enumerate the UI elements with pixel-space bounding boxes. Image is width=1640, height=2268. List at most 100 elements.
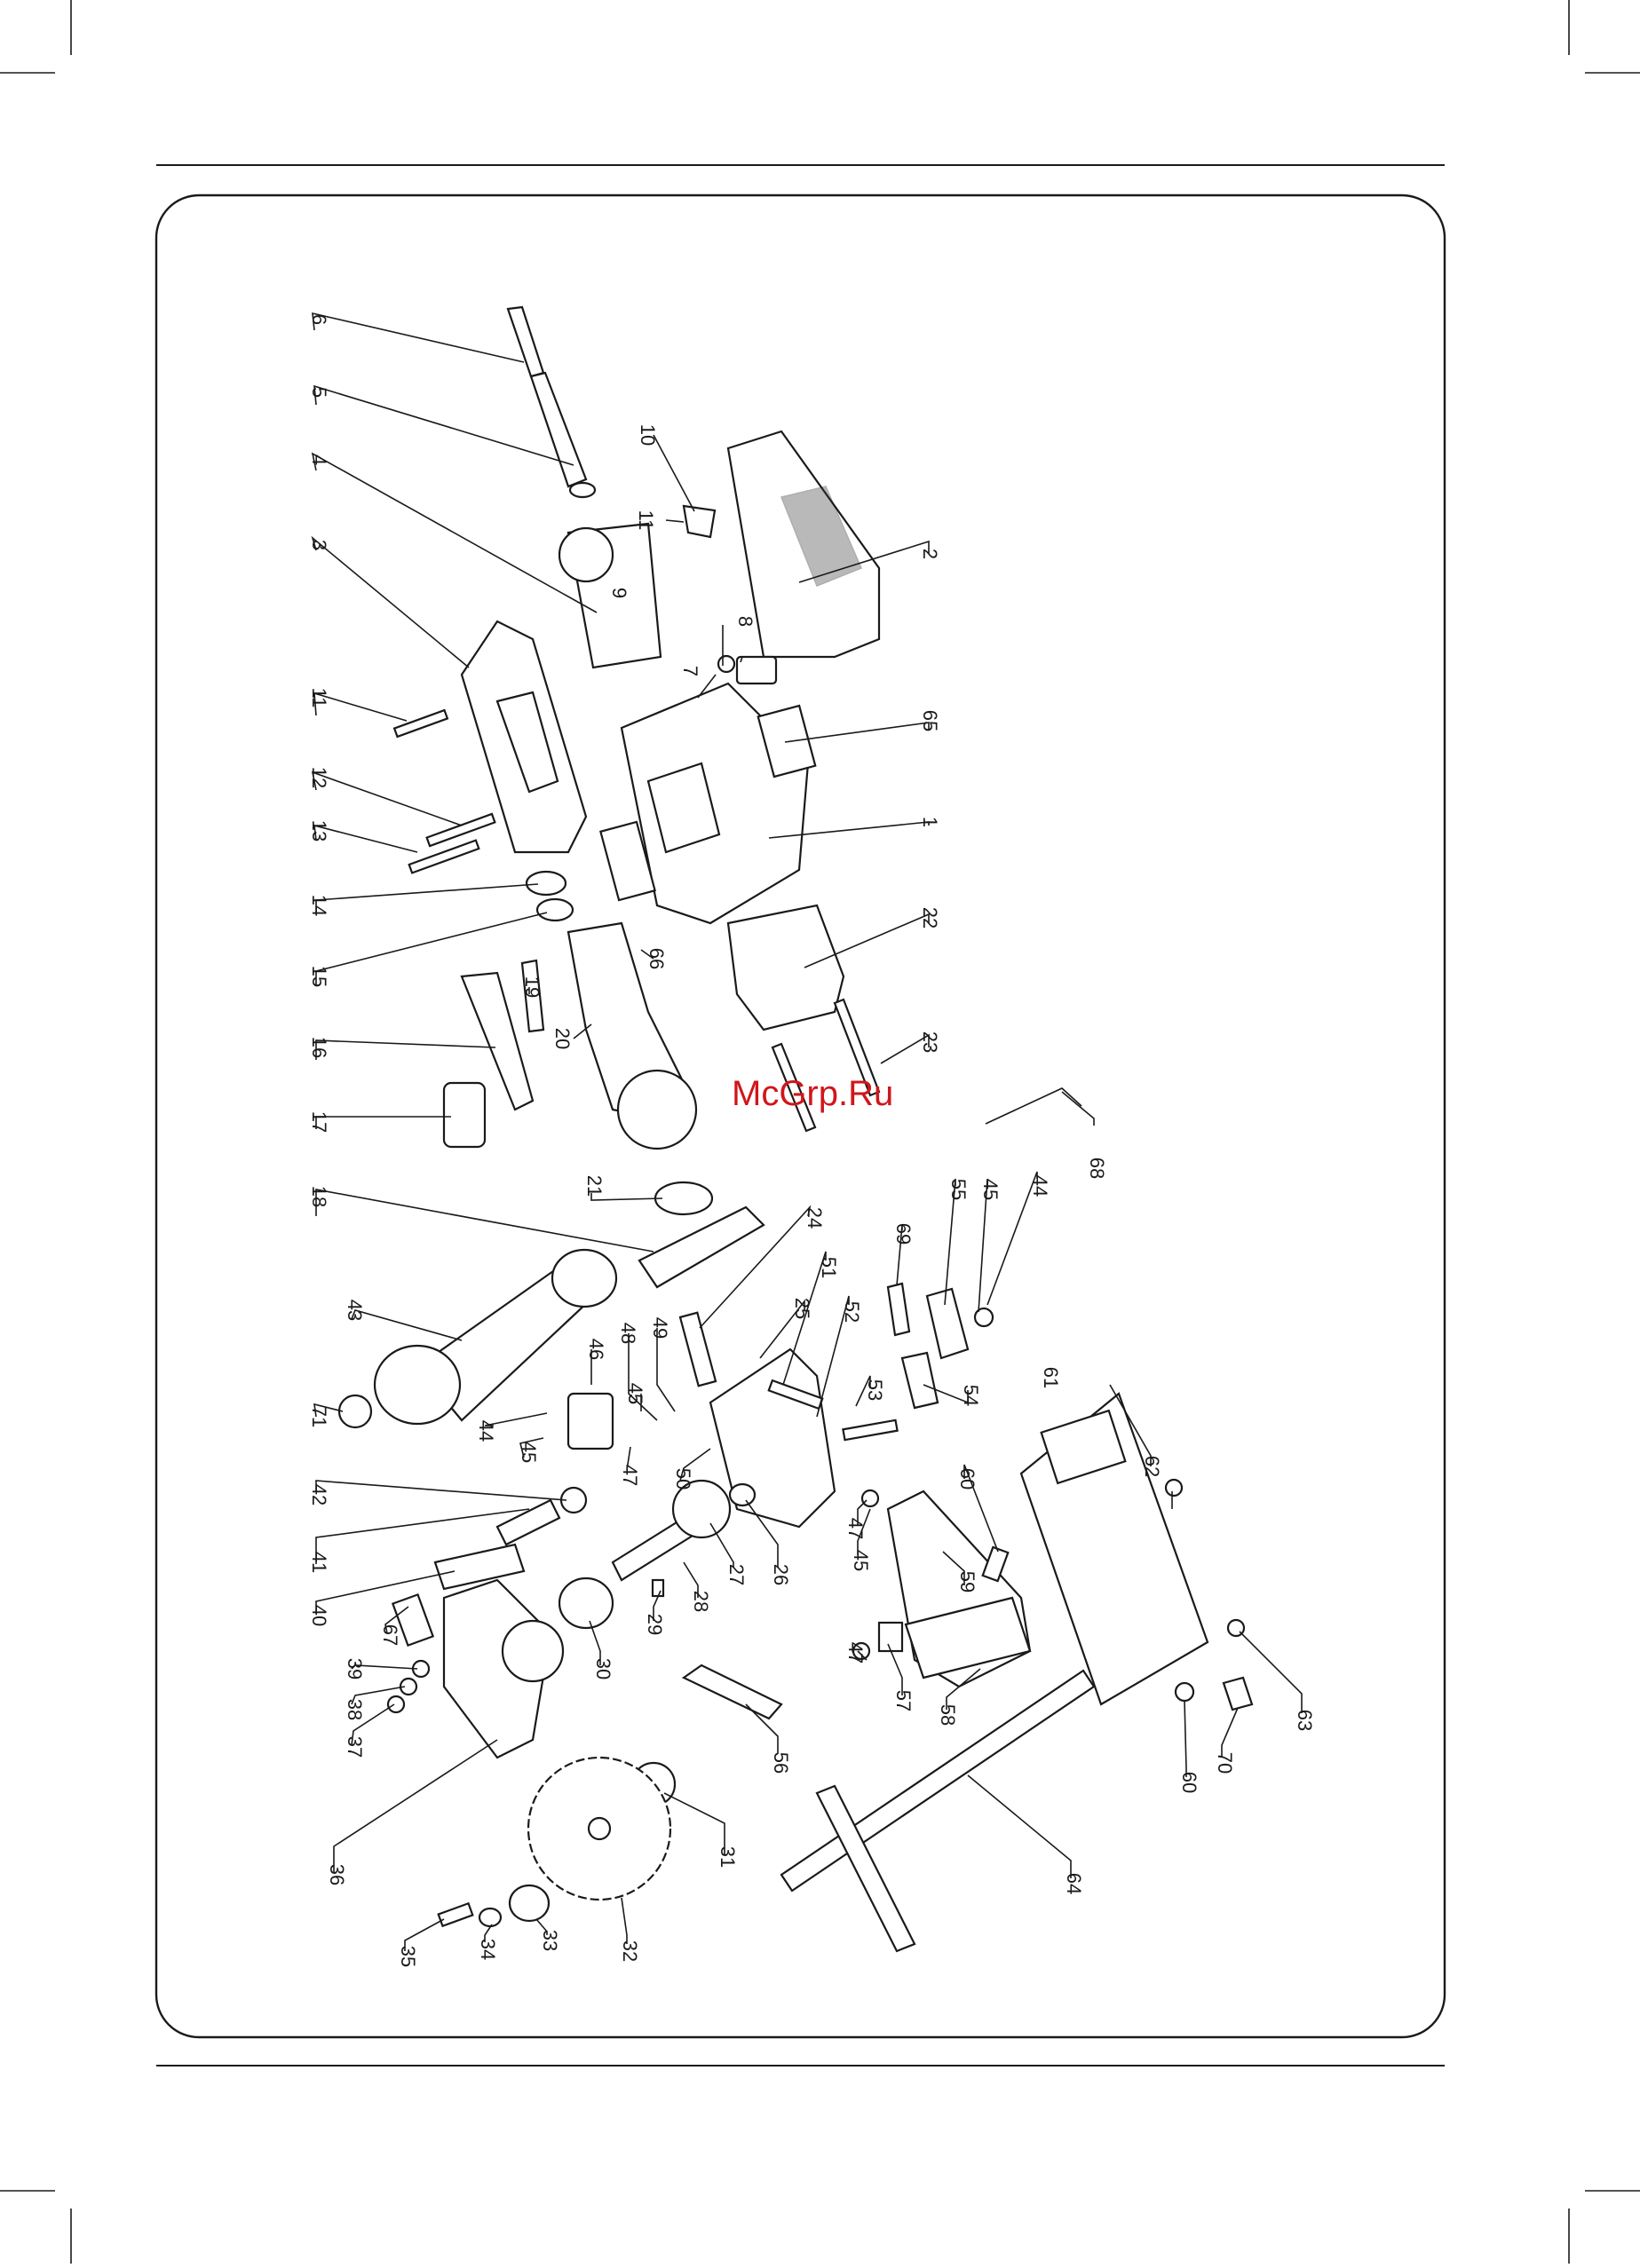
callout-44: 44 xyxy=(475,1420,497,1442)
callout-39: 39 xyxy=(344,1658,366,1679)
bearing-30 xyxy=(559,1578,613,1628)
cable-grommet xyxy=(570,483,595,497)
callout-55: 55 xyxy=(947,1179,970,1200)
callout-66: 66 xyxy=(646,948,668,969)
callout-8: 8 xyxy=(734,616,757,627)
callout-45: 45 xyxy=(624,1383,646,1404)
spring-70 xyxy=(1224,1678,1252,1710)
callout-34: 34 xyxy=(477,1939,499,1960)
callout-20: 20 xyxy=(551,1028,574,1049)
callout-5: 5 xyxy=(308,387,330,398)
stator xyxy=(728,905,844,1030)
callout-51: 51 xyxy=(818,1257,840,1278)
callout-54: 54 xyxy=(960,1385,982,1406)
cable-sleeve xyxy=(531,373,586,486)
callout-71: 71 xyxy=(308,1406,330,1427)
callout-23: 23 xyxy=(919,1031,941,1053)
callout-28: 28 xyxy=(690,1591,712,1612)
callout-11: 11 xyxy=(308,688,330,708)
power-cable xyxy=(508,307,543,376)
callout-12: 12 xyxy=(308,767,330,788)
callout-27: 27 xyxy=(725,1564,748,1585)
callout-49: 49 xyxy=(649,1317,671,1339)
callout-26: 26 xyxy=(770,1564,792,1585)
callout-19: 19 xyxy=(521,976,543,998)
callout-47: 47 xyxy=(844,1518,867,1539)
callout-50: 50 xyxy=(672,1468,694,1490)
callout-36: 36 xyxy=(326,1864,348,1885)
handle-flange xyxy=(375,1346,460,1424)
callout-16: 16 xyxy=(308,1037,330,1058)
callout-21: 21 xyxy=(583,1175,606,1197)
screw-37 xyxy=(388,1696,404,1712)
hex-key xyxy=(986,1088,1081,1124)
callout-25: 25 xyxy=(791,1298,813,1319)
callout-60: 60 xyxy=(1178,1772,1200,1793)
callout-3: 3 xyxy=(308,540,330,550)
slider-57 xyxy=(879,1623,902,1651)
screw-13 xyxy=(409,841,479,873)
cable-clamp xyxy=(684,506,715,537)
callout-31: 31 xyxy=(717,1846,739,1868)
callout-68: 68 xyxy=(1086,1158,1108,1179)
callout-64: 64 xyxy=(1063,1873,1085,1894)
washer-33 xyxy=(510,1885,549,1921)
callout-29: 29 xyxy=(644,1614,666,1635)
callout-45: 45 xyxy=(979,1179,1002,1200)
screw-12 xyxy=(427,814,495,846)
plate-boss xyxy=(559,528,613,581)
callout-59: 59 xyxy=(956,1571,978,1592)
callout-9: 9 xyxy=(608,588,630,598)
cover-bore xyxy=(503,1621,563,1681)
callout-52: 52 xyxy=(841,1301,863,1323)
armature-fan xyxy=(618,1071,696,1149)
callout-47: 47 xyxy=(844,1642,867,1663)
guide-pin-24 xyxy=(680,1313,716,1386)
callout-13: 13 xyxy=(308,820,330,842)
lock-block xyxy=(568,1394,613,1449)
callout-32: 32 xyxy=(619,1940,641,1962)
callout-24: 24 xyxy=(804,1207,826,1229)
watermark-text: McGrp.Ru xyxy=(732,1074,945,1114)
callout-62: 62 xyxy=(1141,1456,1163,1477)
bracket-54 xyxy=(902,1353,938,1408)
callout-7: 7 xyxy=(679,666,701,676)
screw-9 xyxy=(718,656,734,672)
key-29 xyxy=(653,1580,663,1596)
callout-70: 70 xyxy=(1214,1752,1236,1774)
callout-56: 56 xyxy=(770,1752,792,1774)
washer-45 xyxy=(862,1490,878,1506)
brush-cover xyxy=(639,1207,764,1287)
callout-42: 42 xyxy=(308,1484,330,1505)
handle-end xyxy=(552,1250,616,1307)
callout-40: 40 xyxy=(308,1605,330,1626)
callout-69: 69 xyxy=(892,1223,915,1245)
screw-60b xyxy=(1176,1683,1193,1701)
callout-65: 65 xyxy=(919,710,941,731)
callout-58: 58 xyxy=(937,1704,959,1726)
callout-63: 63 xyxy=(1294,1710,1316,1731)
screw-62 xyxy=(1166,1480,1182,1496)
parts-drawing xyxy=(339,307,1252,1951)
callout-41: 41 xyxy=(308,1552,330,1573)
callout-38: 38 xyxy=(344,1699,366,1720)
blade-arbor xyxy=(589,1818,610,1839)
callout-14: 14 xyxy=(308,895,330,916)
nut-71 xyxy=(339,1395,371,1427)
callout-18: 18 xyxy=(308,1186,330,1207)
callout-67: 67 xyxy=(379,1624,401,1646)
bearing-21 xyxy=(655,1182,712,1214)
callout-46: 46 xyxy=(585,1339,607,1360)
callout-33: 33 xyxy=(539,1930,561,1951)
callout-60: 60 xyxy=(956,1468,978,1490)
callout-45: 45 xyxy=(850,1550,872,1571)
callout-57: 57 xyxy=(892,1690,915,1711)
callout-44: 44 xyxy=(1029,1175,1051,1197)
switch-trigger xyxy=(444,1083,485,1147)
stud-60 xyxy=(983,1547,1009,1581)
callout-47: 47 xyxy=(619,1465,641,1486)
brush-holder xyxy=(737,657,776,684)
